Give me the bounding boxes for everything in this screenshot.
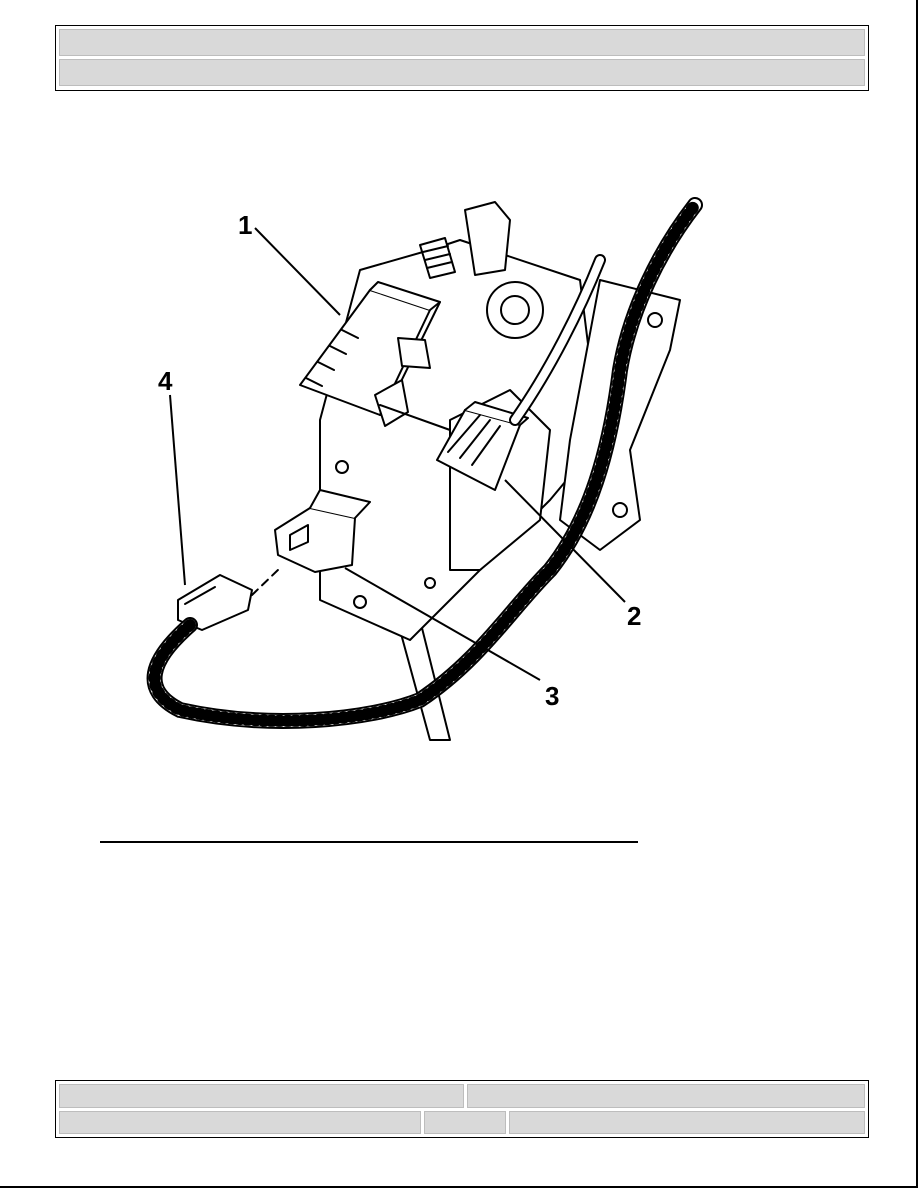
footer-bottom-right bbox=[509, 1111, 865, 1134]
document-footer bbox=[55, 1080, 869, 1138]
callout-3: 3 bbox=[545, 681, 560, 711]
header-subtitle-bar bbox=[59, 59, 865, 86]
footer-top-left bbox=[59, 1084, 464, 1108]
footer-bottom-left bbox=[59, 1111, 421, 1134]
callout-4: 4 bbox=[158, 366, 173, 396]
callout-1: 1 bbox=[238, 210, 253, 240]
footer-bottom-mid bbox=[424, 1111, 506, 1134]
document-header bbox=[55, 25, 869, 91]
header-title-bar bbox=[59, 29, 865, 56]
callout-2: 2 bbox=[627, 601, 642, 631]
horizontal-rule bbox=[100, 841, 638, 843]
footer-top-right bbox=[467, 1084, 865, 1108]
component-illustration bbox=[146, 197, 703, 741]
